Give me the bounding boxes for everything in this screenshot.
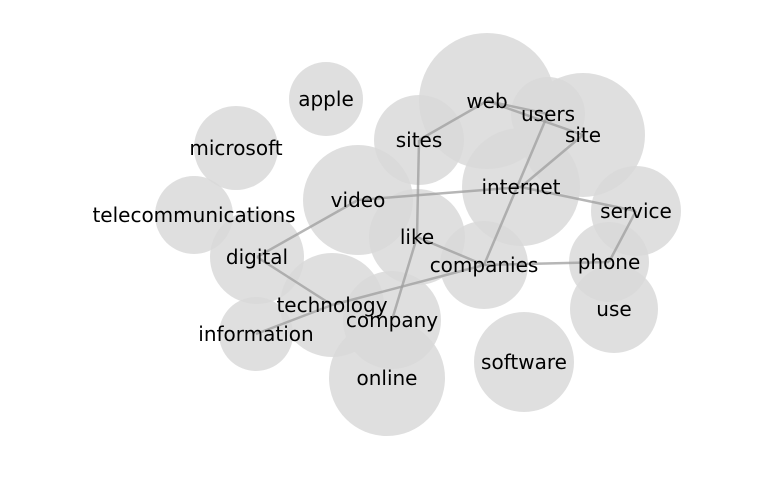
node-label-web: web xyxy=(466,89,507,113)
edge-internet-site xyxy=(520,134,584,188)
node-label-microsoft: microsoft xyxy=(189,136,282,160)
node-label-digital: digital xyxy=(226,245,288,269)
node-label-companies: companies xyxy=(430,253,539,277)
edge-technology-companies xyxy=(331,263,485,307)
node-label-company: company xyxy=(346,308,438,332)
edge-users-companies xyxy=(482,113,550,266)
edge-phone-service xyxy=(607,210,638,263)
bubble-apple xyxy=(289,62,363,136)
edge-technology-information xyxy=(255,303,333,336)
edge-internet-service xyxy=(520,185,637,213)
bubble-information xyxy=(219,297,293,371)
edge-web-users xyxy=(486,99,549,116)
node-label-service: service xyxy=(600,199,672,223)
edge-web-site xyxy=(486,99,584,137)
edge-web-sites xyxy=(418,99,488,142)
node-label-users: users xyxy=(521,102,575,126)
node-label-apple: apple xyxy=(298,87,354,111)
edge-digital-technology xyxy=(256,255,333,307)
node-label-online: online xyxy=(356,366,417,390)
node-label-sites: sites xyxy=(396,128,443,152)
node-label-information: information xyxy=(198,322,313,346)
edge-layer xyxy=(255,99,638,336)
bubble-software xyxy=(474,312,574,412)
node-label-internet: internet xyxy=(481,175,560,199)
edge-video-digital xyxy=(256,198,359,259)
edge-like-companies xyxy=(416,235,485,267)
edge-companies-phone xyxy=(483,260,610,267)
node-label-site: site xyxy=(565,123,601,147)
edge-video-internet xyxy=(357,185,522,202)
node-label-telecommunications: telecommunications xyxy=(92,203,295,227)
node-label-video: video xyxy=(331,188,386,212)
edge-sites-like xyxy=(415,139,421,238)
label-layer: online web site internet video technology soft… xyxy=(92,87,671,390)
node-label-like: like xyxy=(400,225,434,249)
node-label-software: software xyxy=(481,350,567,374)
bubble-microsoft xyxy=(194,106,278,190)
node-label-technology: technology xyxy=(276,293,387,317)
bubble-telecommunications xyxy=(155,176,233,254)
node-label-phone: phone xyxy=(578,250,641,274)
edge-like-company xyxy=(390,236,419,321)
node-label-use: use xyxy=(596,297,631,321)
